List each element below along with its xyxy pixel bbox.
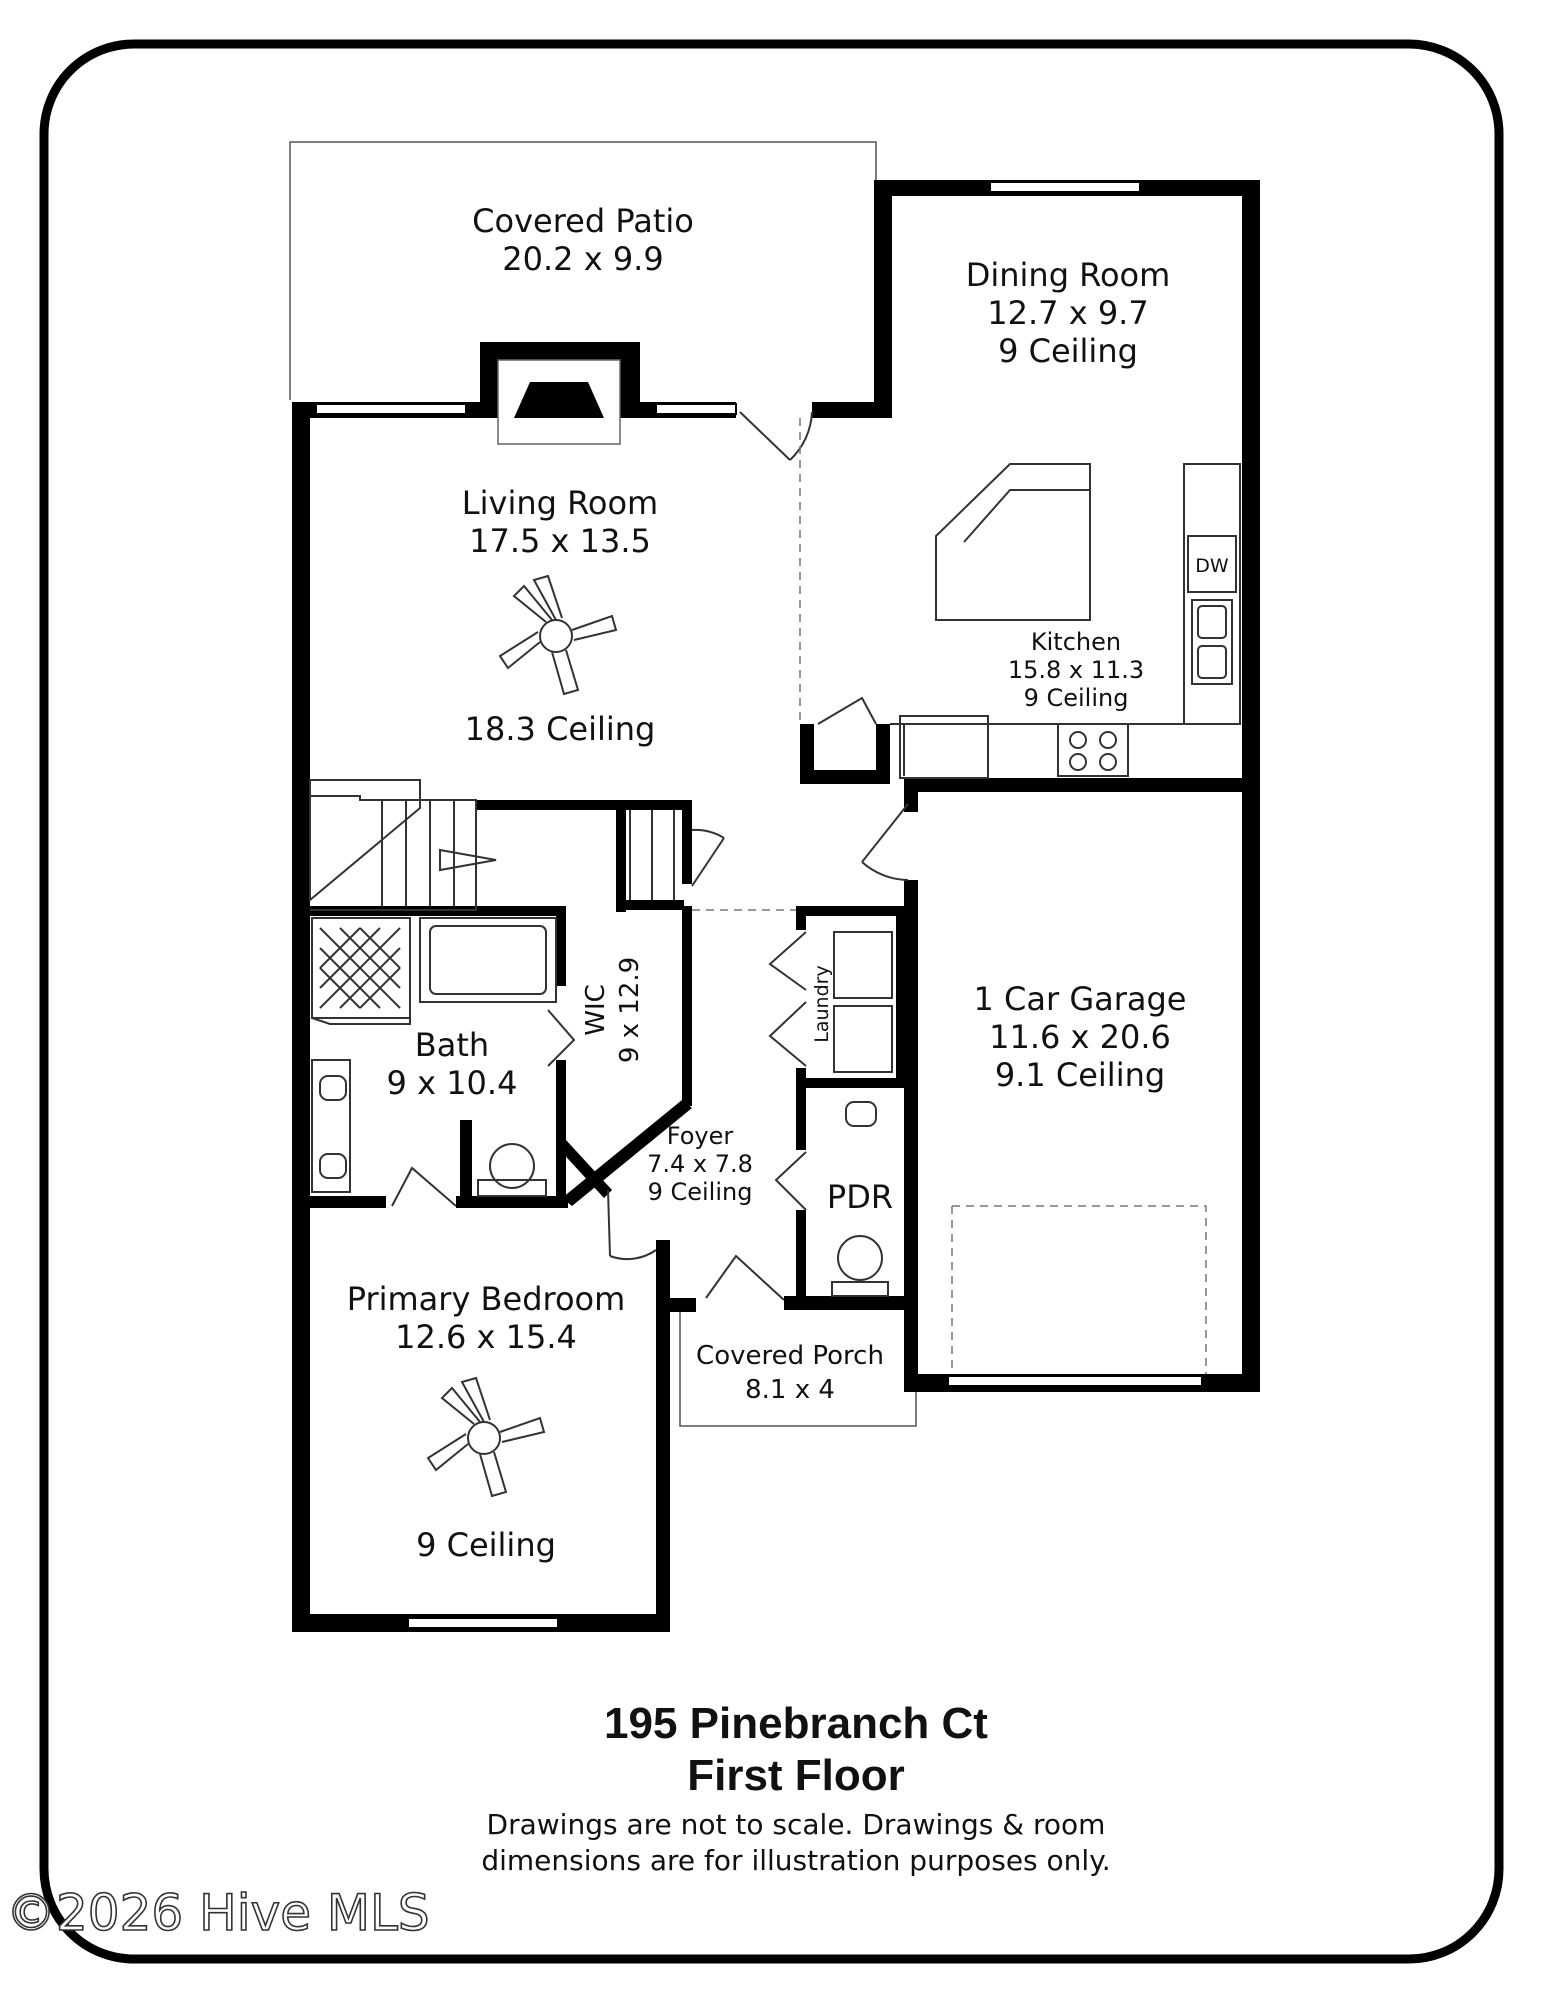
wic-name: WIC — [581, 984, 611, 1036]
kitchen-name: Kitchen — [1031, 628, 1121, 656]
living-room-label: Living Room 17.5 x 13.5 18.3 Ceiling — [462, 484, 658, 748]
covered-patio-name: Covered Patio — [472, 202, 694, 240]
covered-patio-dims: 20.2 x 9.9 — [502, 240, 663, 278]
covered-porch-outline — [679, 1308, 917, 1427]
garage-ceiling: 9.1 Ceiling — [995, 1056, 1165, 1094]
kitchen-ceiling: 9 Ceiling — [1024, 684, 1129, 712]
foyer-label: Foyer 7.4 x 7.8 9 Ceiling — [647, 1122, 753, 1206]
garage-label: 1 Car Garage 11.6 x 20.6 9.1 Ceiling — [974, 980, 1187, 1094]
kitchen-sink — [1191, 599, 1233, 685]
watermark: ©2026 Hive MLS — [6, 1884, 430, 1942]
wic-label: WIC 9 x 12.9 — [581, 957, 645, 1063]
dishwasher — [1187, 535, 1237, 593]
refrigerator — [899, 715, 989, 779]
bath-dims: 9 x 10.4 — [387, 1064, 518, 1102]
bath-fixtures — [311, 917, 557, 1197]
dining-room-ceiling: 9 Ceiling — [998, 332, 1138, 370]
disclaimer-line-1: Drawings are not to scale. Drawings & ro… — [487, 1808, 1106, 1841]
garage-dims: 11.6 x 20.6 — [989, 1018, 1171, 1056]
windows — [315, 181, 1203, 1629]
laundry-fixtures — [831, 931, 893, 1297]
covered-porch-name: Covered Porch — [696, 1341, 884, 1371]
ceiling-fan-icon — [426, 1376, 546, 1498]
address-title: 195 Pinebranch Ct — [604, 1699, 988, 1748]
door-swings — [391, 411, 909, 1301]
page-frame — [39, 39, 1504, 1964]
covered-patio-outline — [289, 141, 877, 400]
covered-porch-dims: 8.1 x 4 — [745, 1375, 835, 1405]
laundry-label: Laundry — [811, 965, 833, 1042]
primary-bedroom-dims: 12.6 x 15.4 — [395, 1318, 577, 1356]
ceiling-fan-icon — [498, 574, 618, 696]
living-room-name: Living Room — [462, 484, 658, 522]
dining-room-label: Dining Room 12.7 x 9.7 9 Ceiling — [966, 256, 1171, 370]
floor-title: First Floor — [687, 1751, 905, 1800]
dashed-openings — [692, 418, 1207, 1374]
covered-patio-label: Covered Patio 20.2 x 9.9 — [472, 202, 694, 278]
pdr-name: PDR — [827, 1178, 893, 1216]
living-room-ceiling: 18.3 Ceiling — [465, 710, 656, 748]
dining-room-name: Dining Room — [966, 256, 1171, 294]
primary-bedroom-label: Primary Bedroom 12.6 x 15.4 9 Ceiling — [347, 1280, 626, 1564]
bath-name: Bath — [415, 1026, 489, 1064]
primary-bedroom-ceiling: 9 Ceiling — [416, 1526, 556, 1564]
kitchen-dims: 15.8 x 11.3 — [1008, 656, 1144, 684]
stove — [1057, 723, 1129, 777]
kitchen-label: Kitchen 15.8 x 11.3 9 Ceiling — [1008, 628, 1144, 712]
foyer-ceiling: 9 Ceiling — [648, 1178, 753, 1206]
laundry-name: Laundry — [811, 965, 833, 1042]
disclaimer-line-2: dimensions are for illustration purposes… — [481, 1844, 1110, 1877]
bath-label: Bath 9 x 10.4 — [387, 1026, 518, 1102]
primary-bedroom-name: Primary Bedroom — [347, 1280, 626, 1318]
living-room-dims: 17.5 x 13.5 — [469, 522, 651, 560]
stairs — [309, 779, 675, 911]
dining-room-dims: 12.7 x 9.7 — [987, 294, 1148, 332]
covered-porch-label: Covered Porch 8.1 x 4 — [696, 1341, 884, 1405]
wic-dims: 9 x 12.9 — [615, 957, 645, 1063]
walls — [292, 180, 1260, 1632]
dishwasher-label: DW — [1195, 555, 1229, 577]
pdr-label: PDR — [827, 1178, 893, 1216]
foyer-dims: 7.4 x 7.8 — [647, 1150, 753, 1178]
garage-name: 1 Car Garage — [974, 980, 1187, 1018]
fireplace — [497, 359, 621, 445]
kitchen-fixtures: DW — [890, 463, 1241, 779]
foyer-name: Foyer — [667, 1122, 734, 1150]
